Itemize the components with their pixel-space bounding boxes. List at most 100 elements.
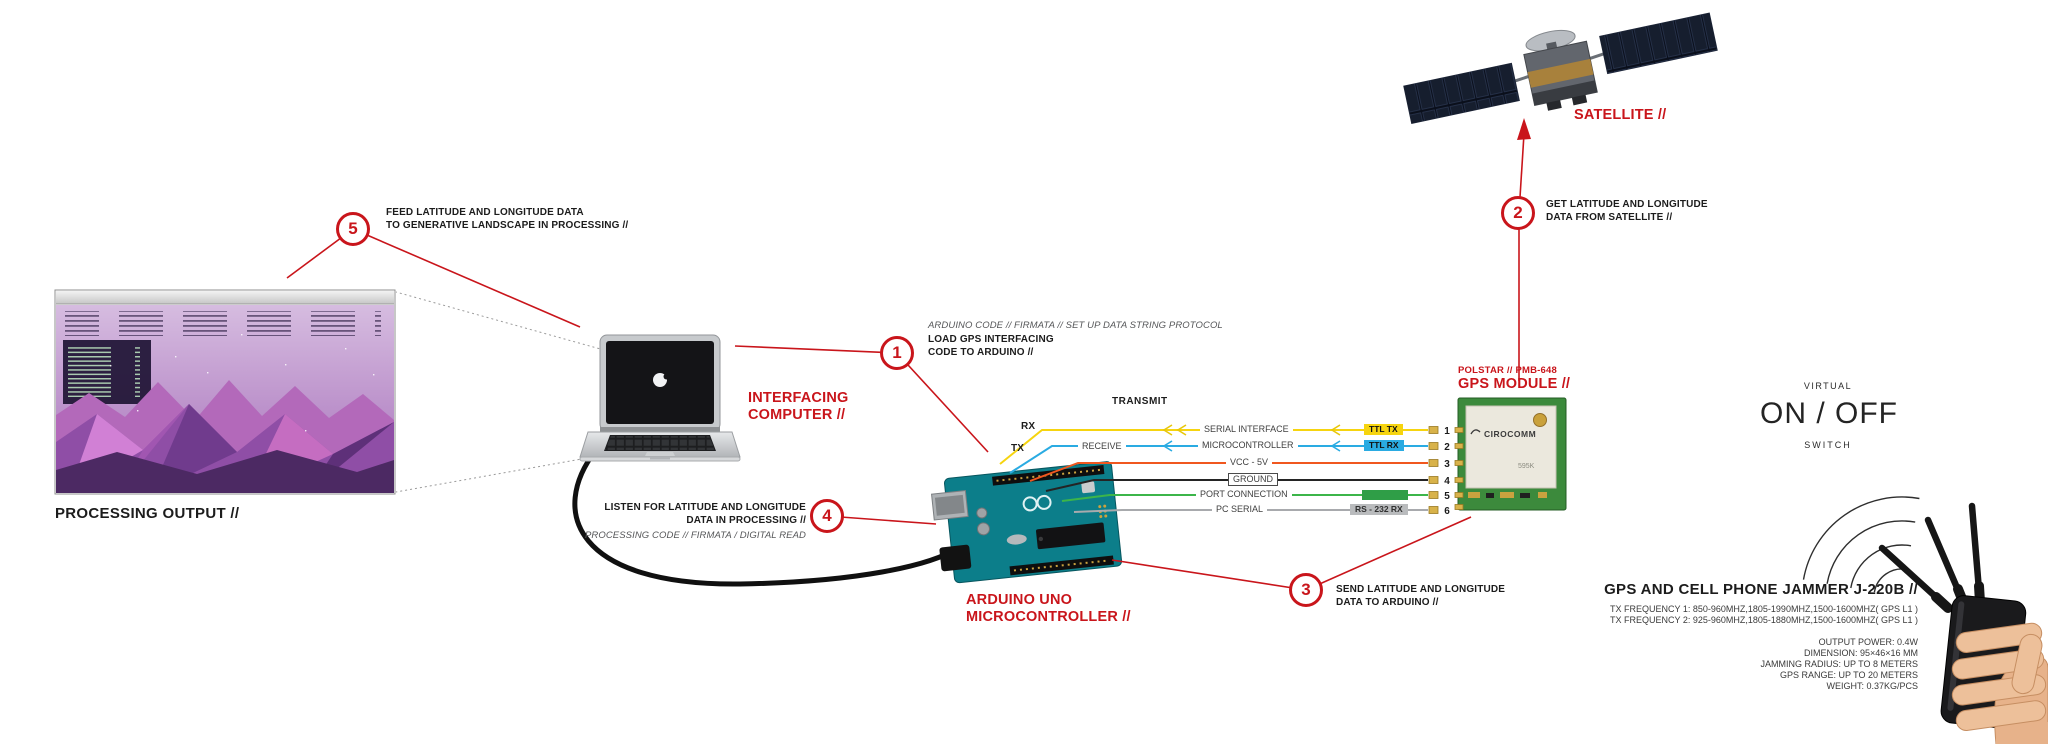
step-circle-1: 1 xyxy=(880,336,914,370)
step-5-line1: FEED LATITUDE AND LONGITUDE DATA xyxy=(386,207,584,218)
satellite-thruster xyxy=(1546,99,1562,111)
arduino-crystal xyxy=(1006,534,1027,545)
chip-green-block xyxy=(1362,490,1408,500)
apple-logo-bite xyxy=(663,373,670,380)
wiring-diagram: 1 2 3 4 5 6 xyxy=(999,424,1450,517)
satellite-label: SATELLITE // xyxy=(1574,107,1667,123)
wire-label-serial-interface: SERIAL INTERFACE xyxy=(1200,424,1293,435)
jammer-spec-dimension: DIMENSION: 95×46×16 MM xyxy=(1803,648,1918,658)
wire-vcc xyxy=(1029,462,1428,482)
solar-cells-left xyxy=(1403,63,1520,124)
satellite-illustration xyxy=(1403,12,1718,124)
gps-module-illustration: CIROCOMM 595K xyxy=(1454,397,1567,511)
arduino-illustration xyxy=(930,461,1123,584)
laptop-keys xyxy=(605,436,715,450)
arduino-mcu-chip xyxy=(1036,522,1106,550)
arduino-board xyxy=(944,461,1123,584)
transmit-label: TRANSMIT xyxy=(1112,396,1168,407)
laptop-notch xyxy=(650,457,670,460)
arrowhead-to-satellite xyxy=(1517,118,1531,140)
step-circle-5: 5 xyxy=(336,212,370,246)
wire-serial-interface xyxy=(999,429,1428,465)
step-4-line2: DATA IN PROCESSING // xyxy=(686,514,806,526)
chip-rs232-rx: RS - 232 RX xyxy=(1350,504,1408,515)
step-3-line1: SEND LATITUDE AND LONGITUDE xyxy=(1336,584,1506,595)
wire-label-port-connection: PORT CONNECTION xyxy=(1196,489,1292,500)
window-titlebar xyxy=(56,291,394,304)
arduino-label: ARDUINO UNO MICROCONTROLLER // xyxy=(966,592,1131,626)
pin-number-1: 1 xyxy=(1444,426,1450,437)
step-1-line1: LOAD GPS INTERFACING xyxy=(928,334,1054,345)
gps-pin-numbers: 1 2 3 4 5 6 xyxy=(1444,426,1450,517)
computer-label-line2: COMPUTER // xyxy=(748,407,846,423)
step-4-note: PROCESSING CODE // FIRMATA / DIGITAL REA… xyxy=(584,530,806,541)
wire-ground xyxy=(1045,479,1428,492)
step-4-line1: LISTEN FOR LATITUDE AND LONGITUDE xyxy=(604,502,806,513)
solar-cells-right xyxy=(1599,13,1718,74)
step-3-line2: DATA TO ARDUINO // xyxy=(1336,596,1439,608)
step-connector-lines xyxy=(286,133,1525,591)
pin-number-3: 3 xyxy=(1444,459,1450,470)
chip-ttl-rx: TTL RX xyxy=(1364,440,1404,451)
jammer-spec-weight: WEIGHT: 0.37KG/PCS xyxy=(1826,681,1918,691)
rx-label: RX xyxy=(1021,421,1036,432)
gps-gold-feed xyxy=(1533,413,1547,427)
switch-label: SWITCH xyxy=(1804,440,1852,450)
arduino-logo xyxy=(1036,494,1052,510)
gps-left-pads xyxy=(1454,427,1464,510)
pin-number-5: 5 xyxy=(1444,491,1450,502)
arduino-capacitor xyxy=(976,522,990,536)
step-4-text: LISTEN FOR LATITUDE AND LONGITUDE DATA I… xyxy=(560,502,806,541)
step-2-text: GET LATITUDE AND LONGITUDE DATA FROM SAT… xyxy=(1546,199,1708,224)
step-circle-4: 4 xyxy=(810,499,844,533)
processing-window-illustration xyxy=(54,289,396,495)
projection-dotted-lines xyxy=(395,291,605,493)
satellite-dark-band xyxy=(1532,80,1598,106)
receive-label: RECEIVE xyxy=(1078,441,1126,452)
particles xyxy=(110,334,375,432)
usb-cable xyxy=(572,447,961,587)
hand-wrist xyxy=(1996,722,2048,744)
data-readout-columns xyxy=(65,311,381,336)
pin-number-4: 4 xyxy=(1444,476,1450,487)
wire-label-microcontroller: MICROCONTROLLER xyxy=(1198,440,1298,451)
laptop-trackpad xyxy=(645,452,675,456)
wire-microcontroller xyxy=(1009,445,1428,474)
pin-number-6: 6 xyxy=(1444,506,1450,517)
step-3-text: SEND LATITUDE AND LONGITUDE DATA TO ARDU… xyxy=(1336,584,1505,609)
step-1-note: ARDUINO CODE // FIRMATA // SET UP DATA S… xyxy=(928,320,1223,331)
step-circle-3: 3 xyxy=(1289,573,1323,607)
wire-label-pc-serial: PC SERIAL xyxy=(1212,504,1268,515)
on-off-label: ON / OFF xyxy=(1760,397,1898,430)
step-5-line2: TO GENERATIVE LANDSCAPE IN PROCESSING // xyxy=(386,219,629,231)
step-1-text: LOAD GPS INTERFACING CODE TO ARDUINO // xyxy=(928,334,1054,359)
gps-brand-label: POLSTAR // PMB-648 xyxy=(1458,365,1557,376)
laptop-illustration xyxy=(579,334,741,462)
arduino-usb-inner xyxy=(934,494,965,516)
wifi-signal-arcs xyxy=(1802,496,1920,593)
virtual-label: VIRTUAL xyxy=(1803,381,1853,391)
arduino-reset-button xyxy=(1081,481,1096,494)
gps-module-label: GPS MODULE // xyxy=(1458,376,1571,392)
step-5-text: FEED LATITUDE AND LONGITUDE DATA TO GENE… xyxy=(386,207,628,232)
chip-ttl-tx: TTL TX xyxy=(1364,424,1403,435)
jammer-spec-jamming-radius: JAMMING RADIUS: UP TO 8 METERS xyxy=(1760,659,1918,669)
gps-chip-brand: CIROCOMM xyxy=(1484,429,1536,439)
jammer-spec-output-power: OUTPUT POWER: 0.4W xyxy=(1818,637,1918,647)
cirocomm-logo-mark xyxy=(1470,429,1481,435)
hand-jammer-illustration xyxy=(1878,502,2048,744)
gps-pin-pads xyxy=(1428,426,1439,514)
satellite-thruster xyxy=(1571,94,1588,106)
gps-smd-components xyxy=(1468,492,1547,498)
arduino-capacitor xyxy=(976,507,988,519)
arduino-header-bottom xyxy=(1009,555,1114,576)
arduino-label-line2: MICROCONTROLLER // xyxy=(966,609,1131,625)
wire-label-vcc: VCC - 5V xyxy=(1226,457,1273,468)
jammer-freq2: TX FREQUENCY 2: 925-960MHZ,1805-1880MHZ,… xyxy=(1610,615,1918,625)
processing-output-label: PROCESSING OUTPUT // xyxy=(55,505,240,522)
jammer-title: GPS AND CELL PHONE JAMMER J-220B // xyxy=(1604,581,1918,598)
laptop-hinge xyxy=(600,427,720,432)
pin-number-2: 2 xyxy=(1444,442,1450,453)
jammer-spec-gps-range: GPS RANGE: UP TO 20 METERS xyxy=(1779,670,1918,680)
wire-label-ground: GROUND xyxy=(1228,473,1278,486)
